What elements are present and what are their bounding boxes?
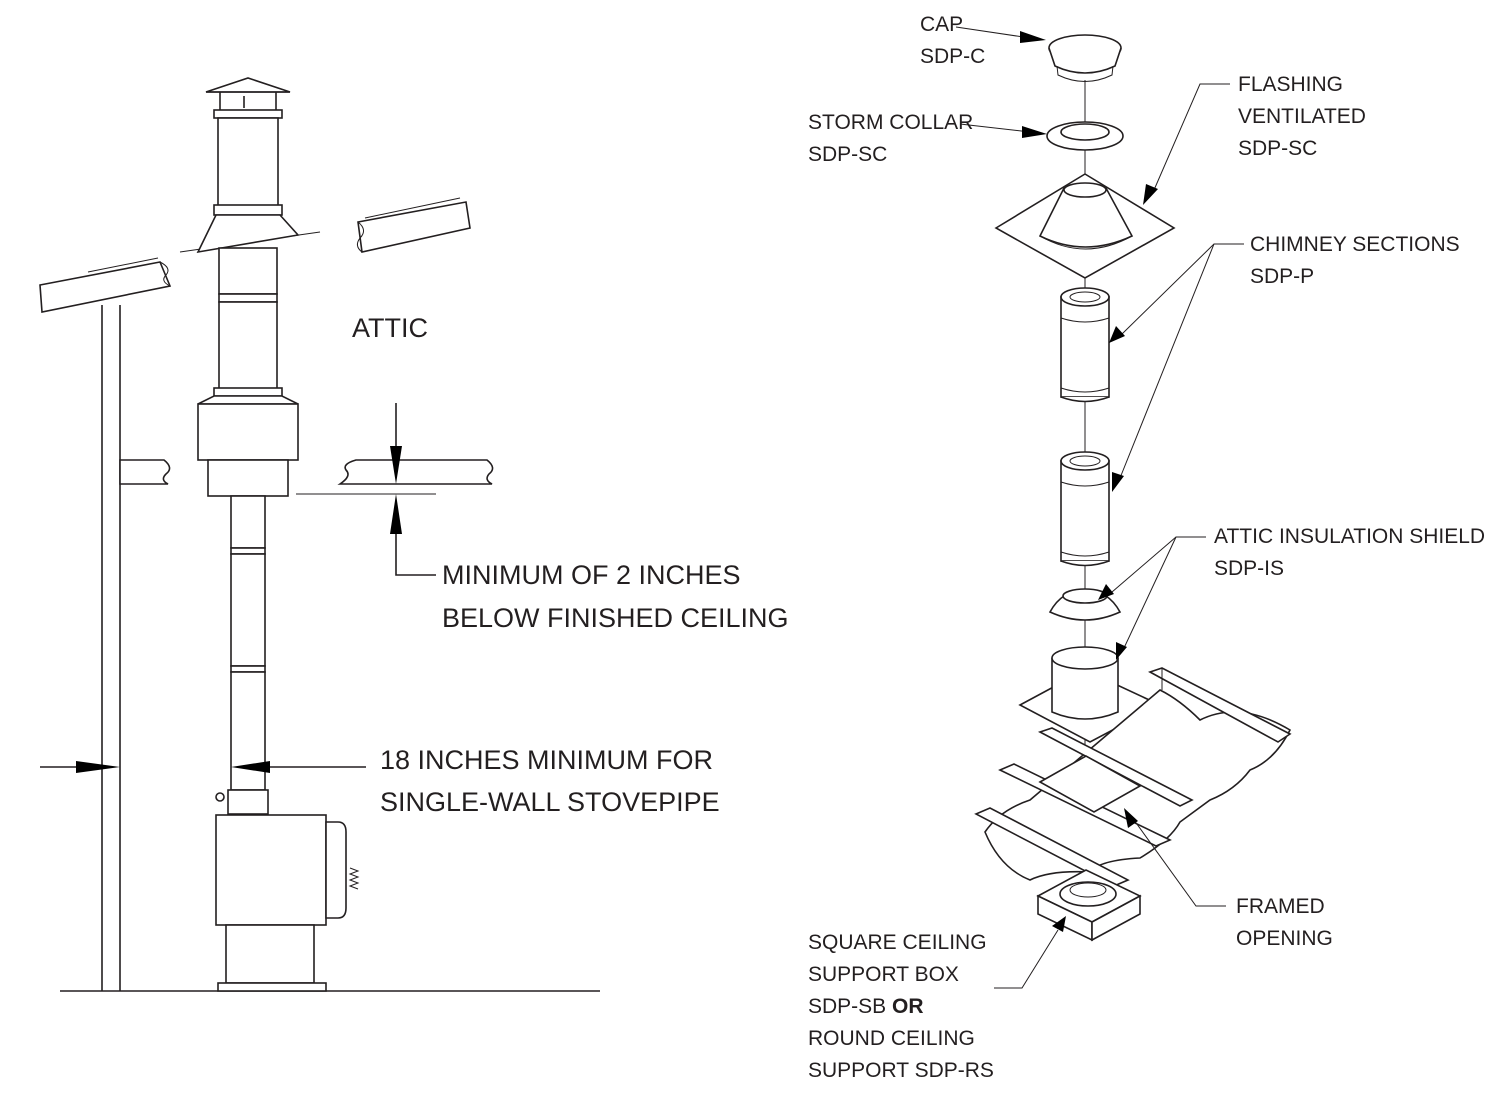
left-installation-view: ATTIC MINIMUM OF 2 INCHES BELOW FINISHED… xyxy=(39,77,789,992)
flashing-code: SDP-SC xyxy=(1238,137,1317,160)
ceiling-joist-left xyxy=(119,459,171,485)
roof-left xyxy=(39,231,321,313)
wood-stove xyxy=(215,814,360,992)
side-wall xyxy=(101,305,121,991)
clearance-dimension xyxy=(390,403,436,576)
ceiling-support-box xyxy=(197,403,299,497)
wall-label-line2: SINGLE-WALL STOVEPIPE xyxy=(380,787,720,817)
support-box-label-line3: SDP-SB OR xyxy=(808,995,924,1018)
attic-label: ATTIC xyxy=(352,313,428,343)
right-exploded-view: CAP SDP-C STORM COLLAR SDP-SC FLASHING V… xyxy=(808,13,1485,1082)
leader-lines xyxy=(955,26,1244,989)
cap-code: SDP-C xyxy=(920,45,985,68)
chimney-above-roof xyxy=(196,117,300,254)
framed-opening-label-line2: OPENING xyxy=(1236,927,1333,950)
support-box-label-line4: ROUND CEILING xyxy=(808,1027,975,1050)
chimney-in-attic xyxy=(197,247,299,405)
support-box-label-line5: SUPPORT SDP-RS xyxy=(808,1059,994,1082)
cap-label: CAP xyxy=(920,13,963,36)
insulation-shield-label: ATTIC INSULATION SHIELD xyxy=(1214,525,1485,548)
chimney-section-upper xyxy=(1060,287,1110,403)
support-box-label-line2: SUPPORT BOX xyxy=(808,963,959,986)
chimney-sections-code: SDP-P xyxy=(1250,265,1314,288)
flashing-label-line1: FLASHING xyxy=(1238,73,1343,96)
support-box-label-line1: SQUARE CEILING xyxy=(808,931,987,954)
storm-collar-code: SDP-SC xyxy=(808,143,887,166)
support-box-code: SDP-SB xyxy=(808,995,892,1018)
cap-part xyxy=(1048,34,1122,82)
chimney-section-lower xyxy=(1060,451,1110,567)
storm-collar-part xyxy=(1046,121,1124,151)
flashing-part xyxy=(994,173,1176,279)
roof-right xyxy=(356,197,471,253)
support-box-or: OR xyxy=(892,995,924,1018)
insulation-shield-code: SDP-IS xyxy=(1214,557,1284,580)
storm-collar-label: STORM COLLAR xyxy=(808,111,973,134)
wall-clearance-dimension xyxy=(40,761,366,773)
clearance-label-line1: MINIMUM OF 2 INCHES xyxy=(442,560,741,590)
flashing-label-line2: VENTILATED xyxy=(1238,105,1366,128)
wall-label-line1: 18 INCHES MINIMUM FOR xyxy=(380,745,713,775)
framed-opening-label-line1: FRAMED xyxy=(1236,895,1325,918)
single-wall-stovepipe xyxy=(215,495,269,815)
chimney-sections-label: CHIMNEY SECTIONS xyxy=(1250,233,1460,256)
left-chimney-cap xyxy=(205,77,291,119)
clearance-label-line2: BELOW FINISHED CEILING xyxy=(442,603,789,633)
insulation-shield-body xyxy=(1018,646,1162,743)
ceiling-joist-right xyxy=(296,459,494,495)
